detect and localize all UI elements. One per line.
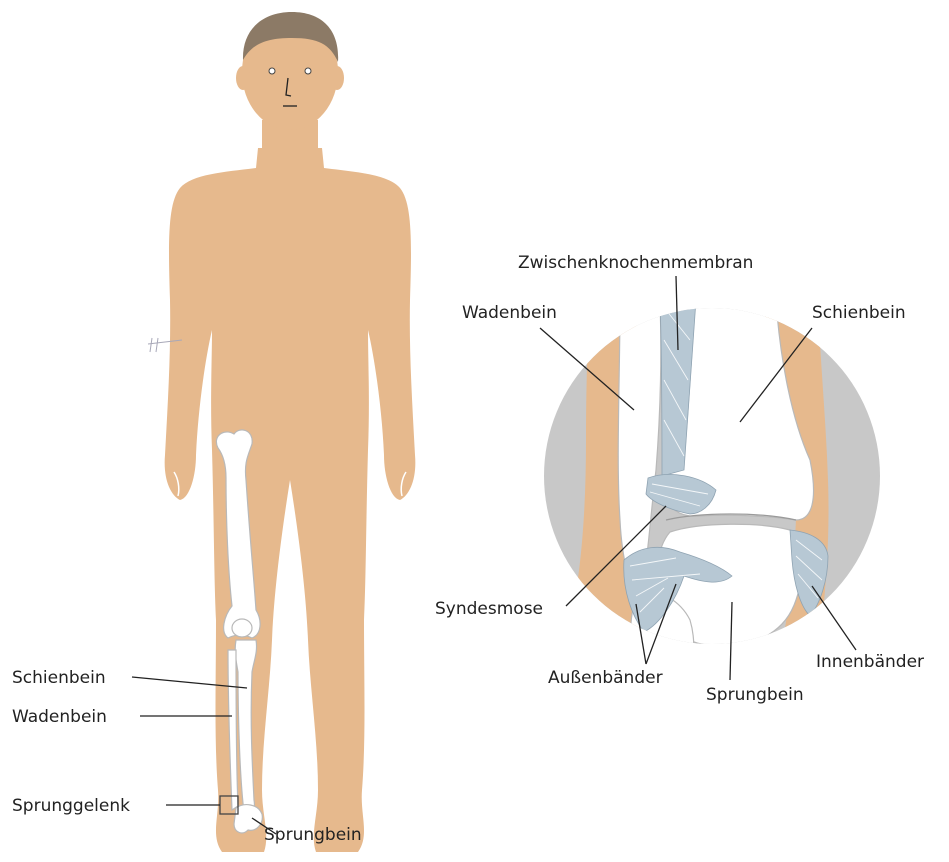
detail-schienbein-label: Schienbein: [812, 303, 906, 323]
left-eye: [269, 68, 275, 74]
left-ear: [236, 66, 250, 90]
aussenbaender-label: Außenbänder: [548, 668, 663, 688]
syndesmose-label: Syndesmose: [435, 599, 543, 619]
right-eye: [305, 68, 311, 74]
schienbein-label: Schienbein: [12, 668, 106, 688]
sprunggelenk-label: Sprunggelenk: [12, 796, 130, 816]
kneecap-bone: [232, 619, 252, 637]
body-silhouette: [165, 148, 416, 852]
body-labels: Schienbein Wadenbein Sprunggelenk Sprung…: [12, 668, 362, 845]
sprungbein-label: Sprungbein: [264, 825, 362, 845]
right-ear: [330, 66, 344, 90]
innenbaender-label: Innenbänder: [816, 652, 924, 672]
innenbaender-leader-line: [812, 586, 856, 650]
zwischenknochenmembran-label: Zwischenknochenmembran: [518, 253, 753, 273]
human-figure: [148, 12, 415, 852]
wadenbein-label: Wadenbein: [12, 707, 107, 727]
detail-wadenbein-label: Wadenbein: [462, 303, 557, 323]
detail-sprungbein-label: Sprungbein: [706, 685, 804, 705]
